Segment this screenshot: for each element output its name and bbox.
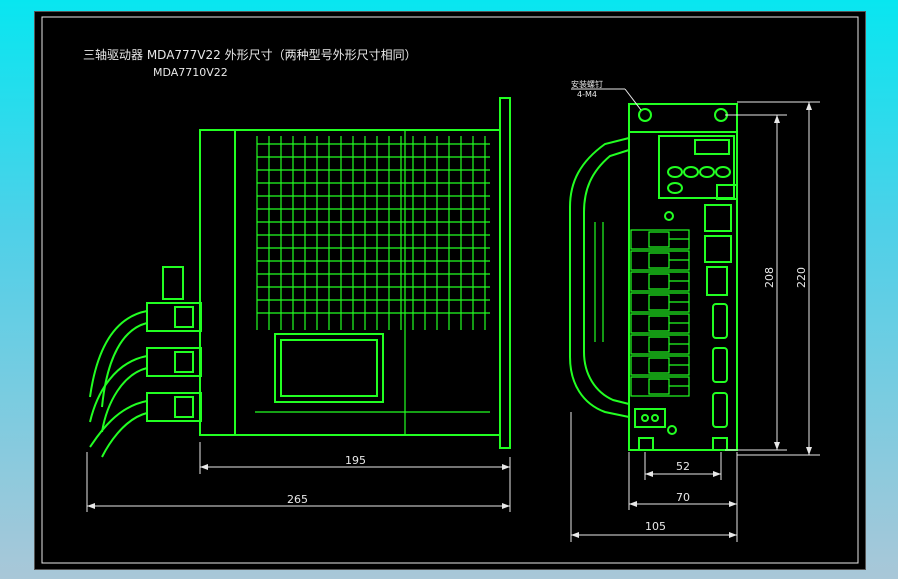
key-4 (715, 166, 731, 178)
cad-drawing: 三轴驱动器 MDA777V22 外形尺寸（两种型号外形尺寸相同） MDA7710… (41, 16, 859, 564)
dim-70: 70 (676, 491, 690, 504)
key-2 (683, 166, 699, 178)
front-display-area (658, 135, 735, 199)
side-view (89, 97, 511, 458)
drawing-border (41, 16, 859, 564)
callout-text: 安装螺钉 (571, 79, 603, 89)
front-view (569, 103, 738, 451)
side-cables (89, 302, 202, 458)
power-terminal-block (630, 229, 690, 397)
callout-spec: 4-M4 (577, 90, 597, 99)
rj45-port-2 (704, 235, 732, 263)
ground-terminal (634, 408, 666, 428)
dim-208: 208 (763, 267, 776, 288)
key-5 (667, 182, 683, 194)
signal-connector (706, 266, 728, 296)
rj45-port-1 (704, 204, 732, 232)
mount-hole-tl (638, 108, 652, 122)
encoder-port-3 (712, 392, 728, 428)
mount-slot-bl (638, 437, 654, 451)
key-1 (667, 166, 683, 178)
dim-265: 265 (287, 493, 308, 506)
dim-195: 195 (345, 454, 366, 467)
drawing-title: 三轴驱动器 MDA777V22 外形尺寸（两种型号外形尺寸相同） (83, 47, 417, 62)
drawing-subtitle: MDA7710V22 (153, 66, 228, 79)
side-dimensions: 195 265 (86, 442, 511, 512)
ground-icon (667, 425, 677, 435)
encoder-port-2 (712, 347, 728, 383)
side-body (199, 129, 501, 436)
mount-slot-br (712, 437, 728, 451)
mount-screw-callout: 安装螺钉 4-M4 (571, 79, 642, 111)
encoder-port-1 (712, 303, 728, 339)
side-back-plate (499, 97, 511, 449)
side-top-connector (162, 266, 184, 300)
front-led-display (694, 139, 730, 155)
key-3 (699, 166, 715, 178)
cad-viewport: 三轴驱动器 MDA777V22 外形尺寸（两种型号外形尺寸相同） MDA7710… (34, 11, 866, 570)
heatsink-fins (255, 130, 490, 435)
front-dimensions: 208 220 52 70 105 (570, 101, 820, 542)
dim-52: 52 (676, 460, 690, 473)
dim-105: 105 (645, 520, 666, 533)
dim-220: 220 (795, 267, 808, 288)
front-panel (628, 103, 738, 451)
side-label-window (274, 333, 384, 403)
